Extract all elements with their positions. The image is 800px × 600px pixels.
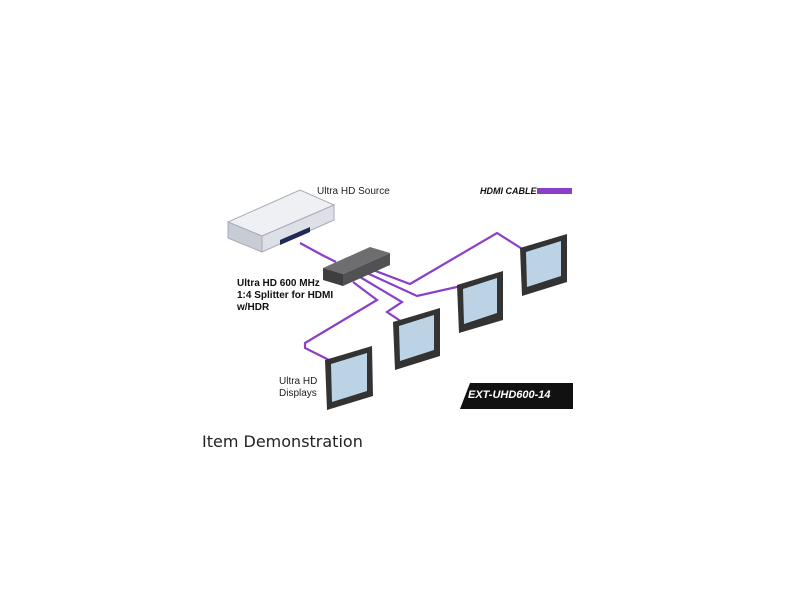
- cable-display-2: [359, 276, 405, 323]
- display-3: [457, 271, 503, 333]
- displays: [325, 234, 567, 410]
- cable-display-1: [303, 281, 379, 364]
- legend-label: HDMI CABLE: [480, 186, 537, 196]
- model-badge: [460, 383, 573, 409]
- splitter-device: [323, 247, 390, 286]
- source-label: Ultra HD Source: [317, 186, 390, 197]
- cable-display-3: [366, 272, 471, 298]
- model-number: EXT-UHD600-14: [468, 389, 551, 401]
- displays-label-line: Displays: [279, 388, 317, 399]
- displays-label-line: Ultra HD: [279, 376, 318, 387]
- hdmi-cables: [299, 231, 528, 364]
- splitter-label-line: w/HDR: [237, 302, 270, 313]
- display-2: [393, 308, 440, 370]
- cable-display-4: [372, 231, 528, 286]
- splitter-label: Ultra HD 600 MHz 1:4 Splitter for HDMI w…: [237, 278, 333, 314]
- source-device: [226, 189, 336, 253]
- splitter-label-line: Ultra HD 600 MHz: [237, 278, 320, 289]
- cable-source-splitter: [299, 242, 337, 263]
- display-4: [520, 234, 567, 296]
- displays-label: Ultra HD Displays: [279, 376, 317, 400]
- caption: Item Demonstration: [202, 432, 363, 451]
- splitter-label-line: 1:4 Splitter for HDMI: [237, 290, 334, 301]
- display-1: [325, 346, 373, 410]
